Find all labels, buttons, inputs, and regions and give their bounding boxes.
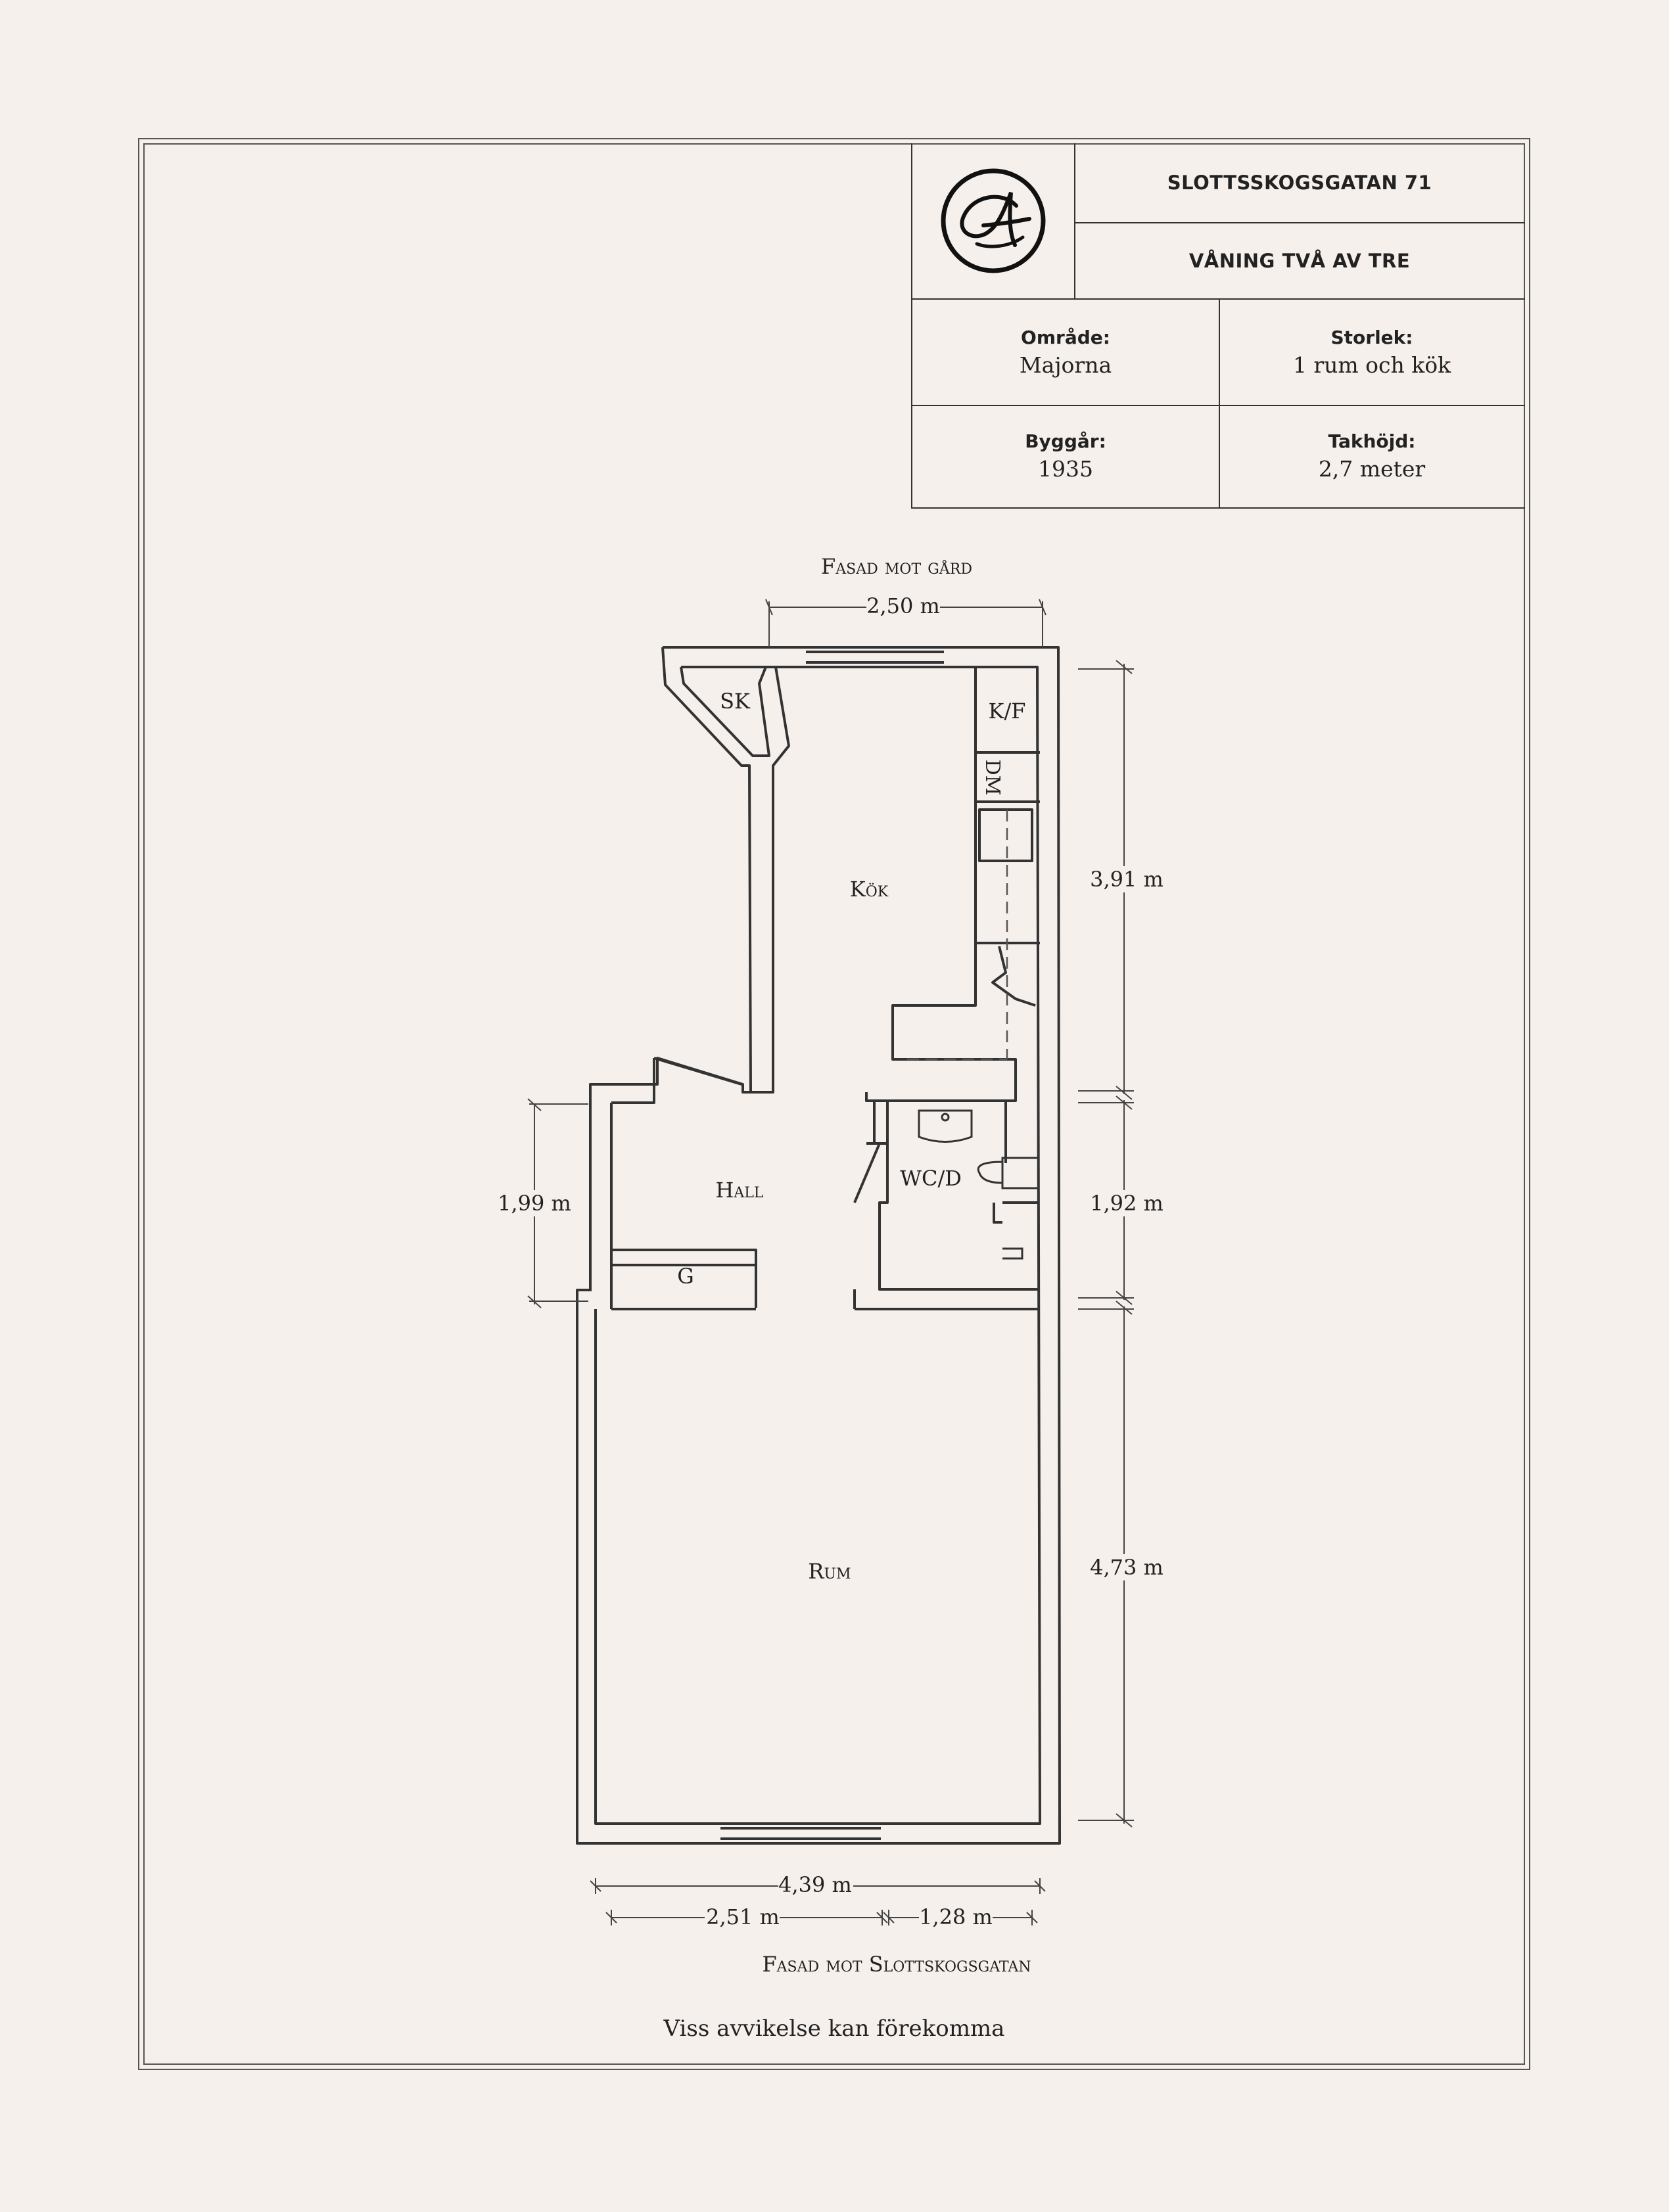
floor-title: VÅNING TVÅ AV TRE — [1188, 250, 1411, 272]
facade-top-label: Fasad mot gård — [821, 554, 972, 579]
counter-dashed-line — [907, 810, 1008, 1061]
facade-bottom-label: Fasad mot Slottskogsgatan — [762, 1952, 1031, 1977]
area-cell: Område: Majorna — [911, 298, 1220, 406]
height-label: Takhöjd: — [1328, 430, 1416, 452]
plan-labels: Fasad mot gård Fasad mot Slottskogsgatan… — [496, 554, 1164, 2042]
dim-bottom-left-label: 2,51 m — [706, 1904, 780, 1929]
area-label: Område: — [1021, 327, 1110, 348]
dim-right-wc-label: 1,92 m — [1090, 1191, 1164, 1216]
room-wcd-label: WC/D — [900, 1166, 962, 1191]
dim-top-label: 2,50 m — [866, 593, 940, 618]
shower-icon — [1002, 1247, 1023, 1260]
dimension-labels: 2,50 m 3,91 m 1,92 m 4,73 m 1,99 m 4,39 … — [496, 591, 1164, 1929]
room-g-label: G — [677, 1264, 694, 1289]
size-label: Storlek: — [1330, 327, 1413, 348]
toilet-icon — [977, 1157, 1040, 1189]
height-value: 2,7 meter — [1318, 456, 1426, 482]
height-cell: Takhöjd: 2,7 meter — [1219, 405, 1525, 509]
dimension-lines — [527, 599, 1134, 1925]
dim-right-kitchen-label: 3,91 m — [1090, 867, 1164, 892]
year-value: 1935 — [1038, 456, 1093, 482]
inner-frame — [143, 143, 1525, 2065]
room-hall-label: Hall — [715, 1178, 763, 1203]
sink-icon — [918, 1109, 973, 1143]
address-title: SLOTTSSKOGSGATAN 71 — [1074, 143, 1525, 223]
monogram-logo-icon — [941, 168, 1046, 273]
dim-right-room-label: 4,73 m — [1090, 1555, 1164, 1580]
plan-walls — [576, 646, 1061, 1845]
dim-bottom-total-label: 4,39 m — [778, 1872, 852, 1897]
year-label: Byggår: — [1025, 430, 1106, 452]
fixtures — [918, 1109, 1040, 1260]
dim-left-hall-label: 1,99 m — [498, 1191, 571, 1216]
room-kok-label: Kök — [850, 877, 889, 902]
year-cell: Byggår: 1935 — [911, 405, 1220, 509]
outer-frame — [138, 138, 1530, 2070]
disclaimer-text: Viss avvikelse kan förekomma — [663, 2016, 1005, 2042]
room-sk-label: SK — [720, 689, 751, 714]
area-value: Majorna — [1019, 352, 1112, 378]
size-value: 1 rum och kök — [1292, 352, 1451, 378]
room-kf-label: K/F — [989, 699, 1026, 724]
room-rum-label: Rum — [808, 1559, 851, 1584]
size-cell: Storlek: 1 rum och kök — [1219, 298, 1525, 406]
dim-bottom-right-label: 1,28 m — [919, 1904, 993, 1929]
room-dm-label: DM — [981, 760, 1004, 796]
